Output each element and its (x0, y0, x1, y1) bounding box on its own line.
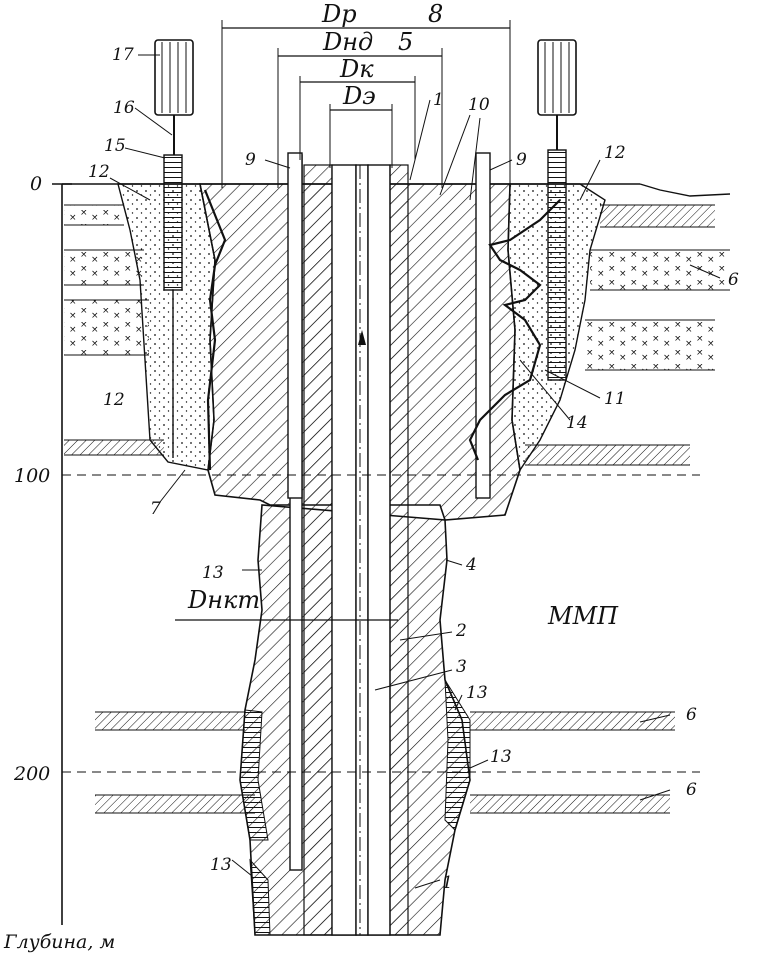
cable-lines (203, 189, 561, 471)
label-n6a: 6 (728, 270, 739, 290)
depth-tick-0: 0 (30, 173, 42, 195)
label-n6c: 6 (686, 780, 697, 800)
label-n15: 15 (104, 136, 126, 156)
label-n9a: 9 (245, 150, 256, 170)
cooling-pipe-right (475, 152, 491, 499)
label-n11: 11 (604, 389, 626, 409)
label-n13a: 13 (202, 563, 224, 583)
cooling-pipe-left (287, 152, 303, 499)
axis-title: Глубина, м (3, 931, 115, 953)
casing-strings (289, 154, 409, 936)
label-n4: 4 (465, 555, 477, 575)
label-d-rock: Dр (321, 0, 357, 28)
label-n9b: 9 (516, 150, 527, 170)
label-n8: 8 (428, 0, 443, 28)
label-d-prod: Dэ (342, 82, 376, 110)
label-d-tubing: Dнкт (187, 586, 260, 614)
label-n17: 17 (112, 45, 134, 65)
label-n1a: 1 (433, 90, 444, 110)
zone-label: ММП (547, 602, 619, 630)
label-n1b: 1 (442, 873, 453, 893)
label-n13d: 13 (210, 855, 232, 875)
label-n16: 16 (113, 98, 135, 118)
soil-layers-right (470, 204, 730, 814)
label-n13c: 13 (490, 747, 512, 767)
leader-lines (109, 54, 721, 889)
label-n6b: 6 (686, 705, 697, 725)
label-d-heat: Dнд (322, 28, 373, 56)
label-n3: 3 (456, 657, 467, 677)
depth-tick-200: 200 (13, 763, 50, 785)
depth-lines (62, 474, 700, 773)
label-n5: 5 (398, 28, 413, 56)
label-n14: 14 (566, 413, 588, 433)
label-n2: 2 (455, 621, 467, 641)
labels: Dр 8 Dнд 5 Dк Dэ 1 10 9 9 17 16 15 12 12… (3, 0, 739, 953)
soil-layers-left (64, 204, 255, 814)
label-n12a: 12 (88, 162, 110, 182)
probe-left (154, 39, 194, 458)
label-n12c: 12 (103, 390, 125, 410)
label-d-casing: Dк (339, 55, 374, 83)
label-n10: 10 (468, 95, 490, 115)
label-n7: 7 (150, 499, 161, 519)
label-n13b: 13 (466, 683, 488, 703)
dimension-lines (175, 20, 511, 621)
label-n12b: 12 (604, 143, 626, 163)
depth-axis (52, 183, 72, 925)
depth-tick-100: 100 (14, 465, 50, 487)
